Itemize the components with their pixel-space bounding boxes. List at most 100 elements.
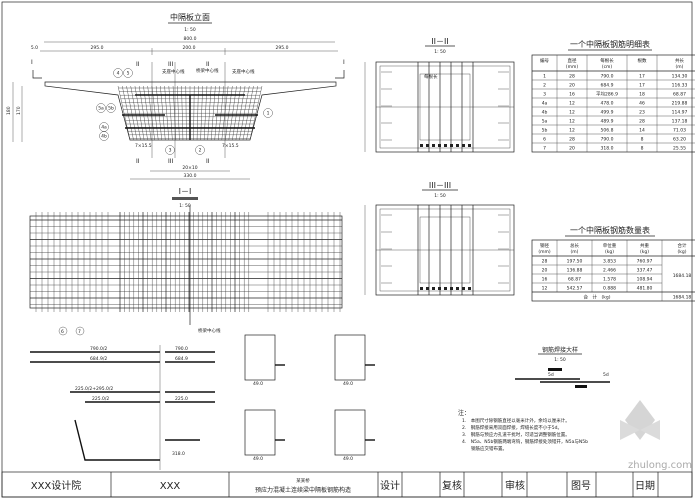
table1-cell: 7: [543, 146, 546, 152]
table2-cell: 108.94: [637, 277, 653, 283]
title-org: XXX设计院: [31, 479, 82, 492]
title-drawing-line1: 某某桥: [296, 477, 310, 484]
table1-cell: 134.30: [672, 74, 688, 80]
table1-cell: 219.88: [672, 101, 688, 107]
table2-cell: 136.88: [567, 268, 583, 274]
table1-cell: 平均286.9: [596, 91, 618, 98]
table-header: 合计: [678, 242, 687, 249]
bar-dim: 684.9: [175, 356, 188, 362]
table2-cell: 3.853: [603, 259, 616, 265]
bar-dim: 225.0: [175, 396, 188, 402]
table2-total-label: 合 计 (kg): [584, 294, 611, 301]
notes-heading: 注：: [458, 409, 470, 417]
plan-rebar-grid: [29, 205, 343, 325]
table1-cell: 17: [639, 74, 645, 80]
label-support-right: 支座中心线: [232, 68, 255, 75]
dim-right: 295.0: [276, 45, 289, 51]
table1-cell: 16: [569, 92, 575, 98]
dim-bottom-left: 7×15.5: [135, 143, 152, 149]
section2-title: II－II: [431, 37, 448, 46]
callout-4b: 4b: [101, 134, 107, 140]
callout-2: 2: [199, 148, 202, 154]
table1-cell: 20: [569, 83, 575, 89]
plan-view-I-I: I－I 1: 50 桥梁中心线 6 7: [29, 187, 343, 336]
table1-cell: 114.97: [672, 110, 688, 116]
table2-cell: 28: [542, 259, 548, 265]
bar-dim: 49.0: [343, 456, 353, 462]
table2-cell: 337.47: [637, 268, 653, 274]
table1-cell: 506.8: [601, 128, 614, 134]
table2-cell: 0.888: [603, 286, 616, 292]
dim-edge: 5.0: [31, 45, 38, 51]
table-header: (mm): [566, 64, 579, 70]
table1-title: 一个中隔板钢筋明细表: [570, 39, 650, 49]
section-mark-III: III: [168, 61, 174, 68]
table1-cell: 4b: [542, 110, 548, 116]
dim-bottom-right: 7×15.5: [222, 143, 239, 149]
table1-cell: 5a: [542, 119, 548, 125]
watermark-logo: [620, 400, 660, 440]
table-header: (m): [676, 64, 684, 70]
weld-scale: 1: 50: [554, 357, 566, 363]
weld-detail: 钢筋焊接大样 1: 50 5d 5d: [515, 346, 610, 388]
label-support-left: 支座中心线: [162, 68, 185, 75]
callout-3: 3: [169, 148, 172, 154]
callout-7: 7: [78, 329, 81, 335]
table1-cell: 63.20: [673, 137, 686, 143]
table-header: (kg): [678, 249, 687, 255]
table2-cell: 68.87: [568, 277, 581, 283]
section2-scale: 1: 50: [434, 49, 446, 55]
table1-cell: 12: [569, 110, 575, 116]
table1-cell: 1: [543, 74, 546, 80]
table1-cell: 684.9: [601, 83, 614, 89]
table1-cell: 20: [569, 146, 575, 152]
table1-cell: 23: [639, 110, 645, 116]
section-mark-II: II: [206, 158, 210, 165]
table1-cell: 71.03: [673, 128, 686, 134]
table2-cell: 2.466: [603, 268, 616, 274]
table-header: 钢径: [540, 242, 549, 249]
table2-cell: 481.80: [637, 286, 653, 292]
title-check-label: 复核: [442, 479, 462, 492]
table-header: (kg): [605, 249, 614, 255]
callout-5a: 5a: [98, 106, 104, 112]
weld-title: 钢筋焊接大样: [542, 346, 578, 354]
table-header: 共重: [640, 242, 649, 249]
table1-cell: 318.0: [601, 146, 614, 152]
bar-dim: 790.0: [175, 346, 188, 352]
callout-5b: 5b: [108, 106, 114, 112]
table1-cell: 28: [569, 74, 575, 80]
section3-drawing: [364, 204, 515, 296]
note-line: 1. 本图尺寸除钢筋直径以毫米计外，余均以厘米计。: [462, 417, 570, 424]
table2-cell: 16: [542, 277, 548, 283]
note-line: 4. N5a、N5b钢筋两端弯钩，钢筋焊接处须错开，N5a与N5b: [462, 438, 588, 445]
section-III-III: III－III 1: 50: [364, 181, 515, 296]
table-header: 根数: [638, 57, 647, 64]
callout-5: 5: [127, 71, 130, 77]
table-header: 总长: [570, 242, 579, 249]
bar-dim: 225.0/2+295.0/2: [75, 386, 113, 392]
callout-4: 4: [117, 71, 120, 77]
section3-title: III－III: [429, 181, 451, 190]
dim-total: 800.0: [184, 36, 197, 42]
bar-dim: 225.0/2: [92, 396, 109, 402]
plan-scale: 1: 50: [179, 203, 191, 209]
table-header: 共长: [675, 57, 684, 64]
section2-drawing: [364, 61, 515, 153]
title-design-label: 设计: [380, 479, 400, 492]
section2-label: 每根长: [424, 73, 438, 80]
notes: 注： 1. 本图尺寸除钢筋直径以毫米计外，余均以厘米计。2. 钢筋焊接采用双面焊…: [458, 409, 588, 452]
table-header: (mm): [538, 249, 551, 255]
section-mark-II: II: [206, 61, 210, 68]
title-project: XXX: [160, 481, 181, 492]
table2-title: 一个中隔板钢筋数量表: [570, 225, 650, 235]
table1-cell: 12: [569, 119, 575, 125]
table2-cell: 12: [542, 286, 548, 292]
callout-1: 1: [267, 111, 270, 117]
table1-cell: 3: [543, 92, 546, 98]
table1-cell: 46: [639, 101, 645, 107]
section-mark-III: III: [168, 158, 174, 165]
dim-span1: 20×10: [182, 165, 197, 171]
